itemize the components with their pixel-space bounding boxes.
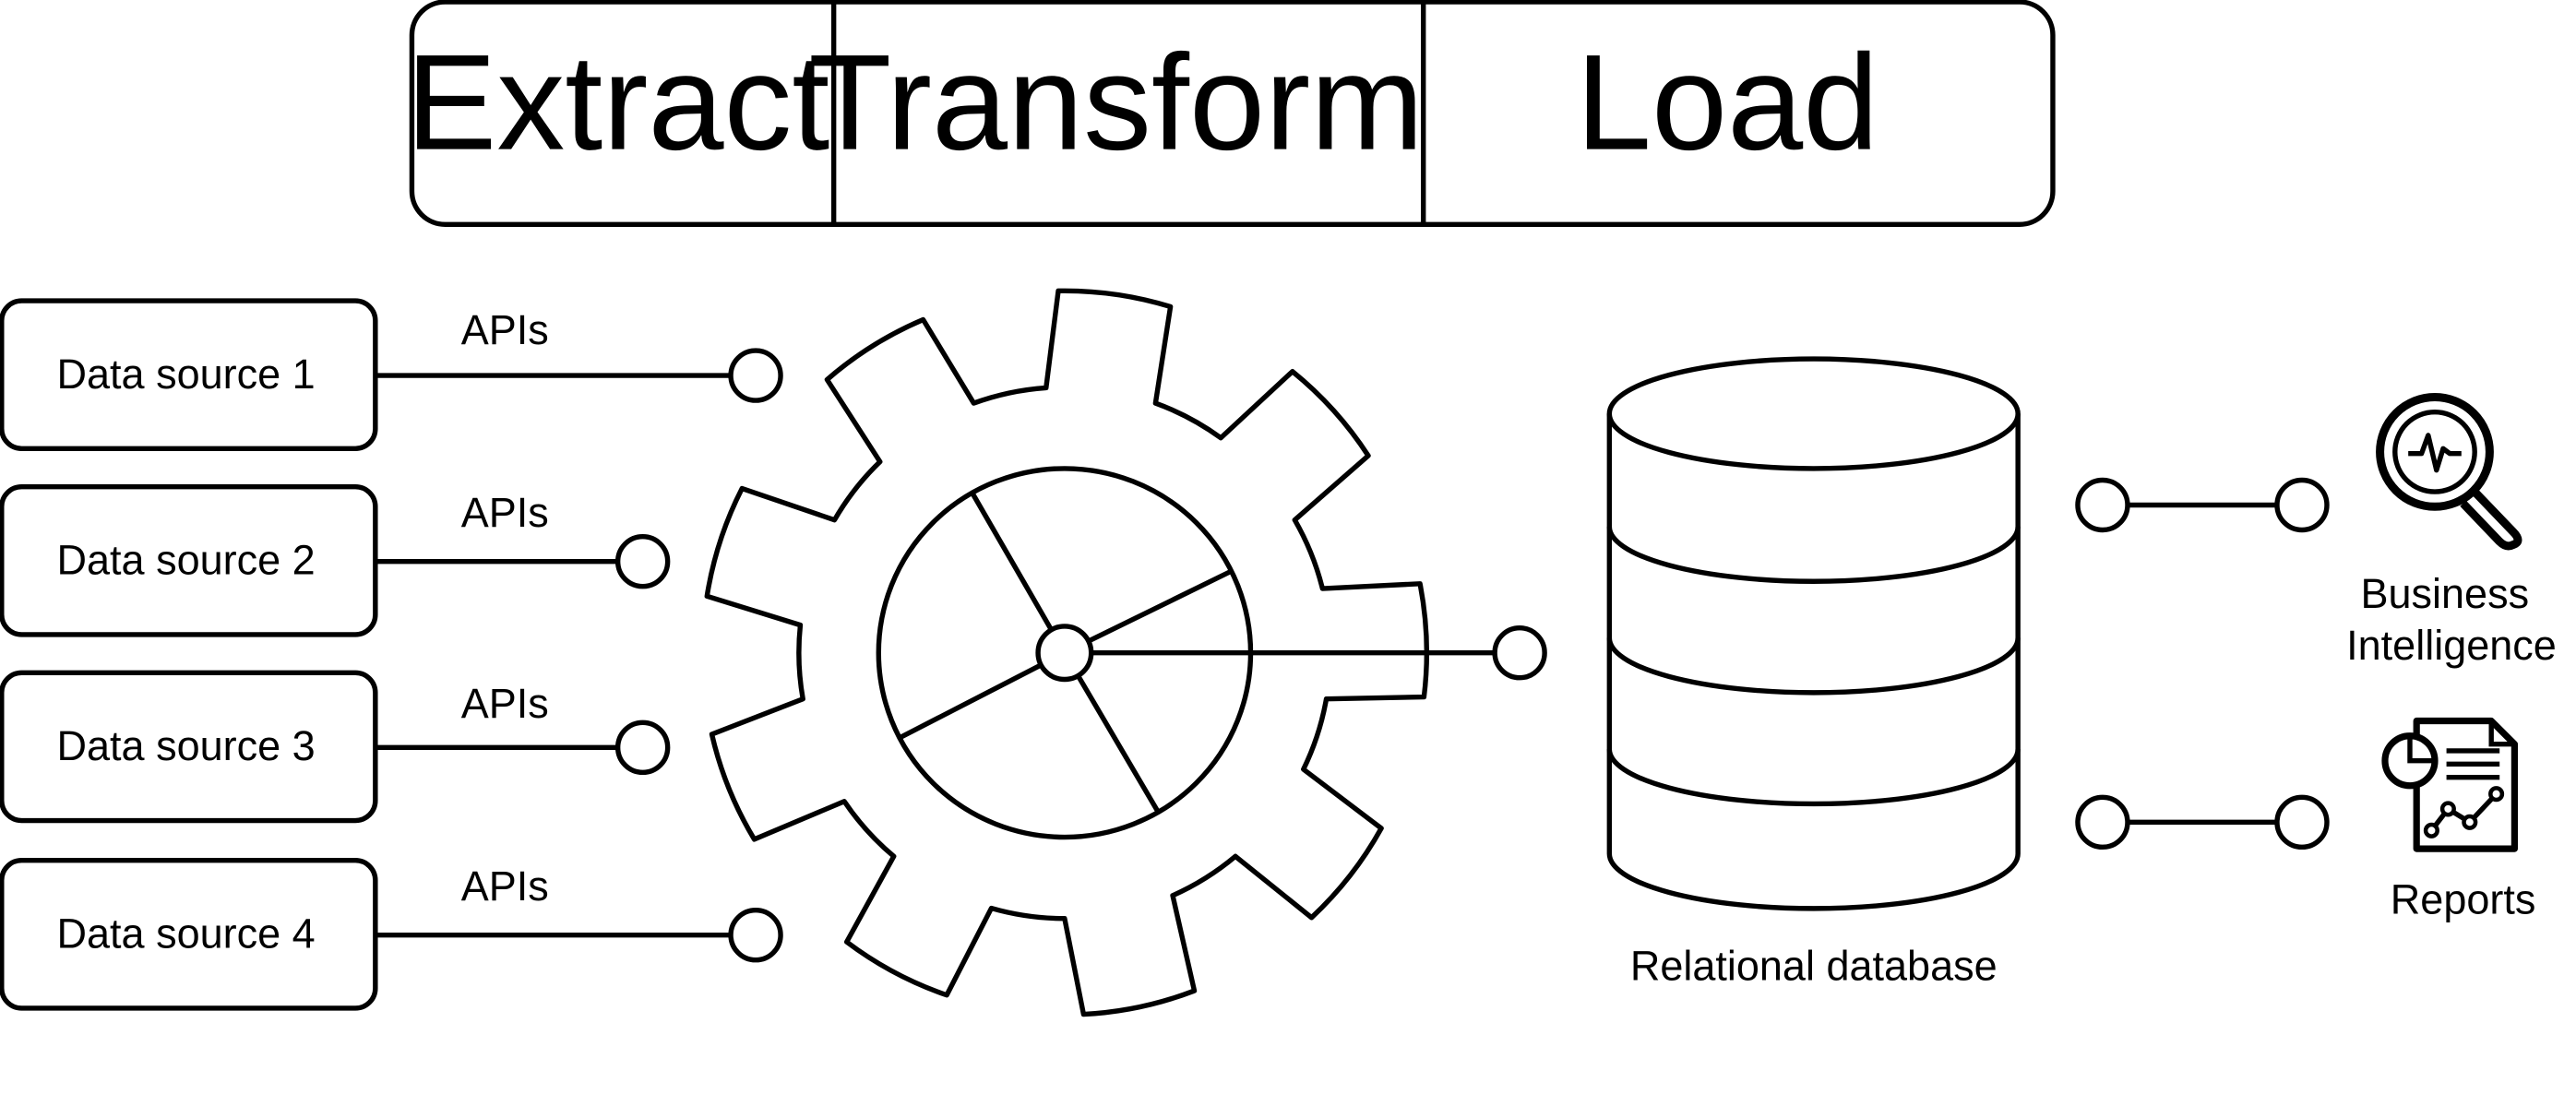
business-intelligence-label-line-2: Intelligence <box>2346 622 2557 669</box>
magnifier-handle <box>2460 488 2522 551</box>
database-body <box>1606 413 2021 911</box>
database-band <box>1606 637 2021 696</box>
phase-bar-frame <box>409 0 2056 227</box>
report-trend-point <box>2423 822 2439 838</box>
data-source-3: Data source 3 APIs <box>0 670 671 824</box>
report-corner-fold <box>2488 720 2515 747</box>
report-trend-point <box>2488 786 2505 803</box>
gear-center-node <box>1035 624 1094 683</box>
gear-spoke <box>1062 651 1162 815</box>
data-source-1: Data source 1 APIs <box>0 298 783 451</box>
report-trend-line <box>2429 791 2498 832</box>
report-pie-slice <box>2407 735 2435 764</box>
database-band <box>1606 526 2021 584</box>
magnifier-lens-inner <box>2392 409 2477 494</box>
pulse-line <box>2408 433 2462 473</box>
phase-load-label: Load <box>1576 27 1878 179</box>
data-source-2: Data source 2 APIs <box>0 484 671 637</box>
data-source-label: Data source 3 <box>57 722 316 769</box>
connector-node <box>2274 477 2330 533</box>
api-label: APIs <box>461 680 549 727</box>
connector-node <box>2274 794 2330 850</box>
data-source-label: Data source 1 <box>57 351 316 398</box>
report-trend-point <box>2439 801 2456 817</box>
connector-node <box>2075 794 2130 850</box>
etl-phase-bar: Extract Transform Load <box>406 0 2056 227</box>
phase-extract-label: Extract <box>406 27 829 179</box>
phase-transform-label: Transform <box>808 27 1424 179</box>
report-trend-point <box>2462 814 2478 830</box>
gear-spoke <box>899 650 1067 740</box>
magnifier-lens-outer <box>2376 392 2494 511</box>
data-source-4: Data source 4 APIs <box>0 858 783 1011</box>
connector-node <box>614 720 671 776</box>
database-label: Relational database <box>1630 942 1998 989</box>
reports-label: Reports <box>2391 875 2536 922</box>
output-connectors <box>2075 477 2330 850</box>
connector-node <box>614 533 671 589</box>
api-label: APIs <box>461 489 549 536</box>
data-source-label: Data source 2 <box>57 536 316 583</box>
connector-node <box>1492 625 1547 681</box>
api-label: APIs <box>461 306 549 353</box>
gear-icon <box>704 288 1547 1017</box>
gear-spoke <box>969 490 1067 655</box>
api-label: APIs <box>461 862 549 910</box>
magnifier-analytics-icon: Business Intelligence <box>2346 392 2557 669</box>
data-source-label: Data source 4 <box>57 910 316 957</box>
business-intelligence-label-line-1: Business <box>2360 570 2529 617</box>
database-top <box>1606 356 2021 471</box>
connector-node <box>728 908 783 963</box>
gear-spoke <box>1063 569 1233 656</box>
data-sources: Data source 1 APIs Data source 2 APIs Da… <box>0 298 783 1011</box>
report-chart-icon: Reports <box>2381 717 2536 922</box>
database-band <box>1606 749 2021 807</box>
connector-node <box>728 348 783 403</box>
cylinder-database-icon: Relational database <box>1606 356 2021 989</box>
report-sheet <box>2413 717 2518 852</box>
connector-node <box>2075 477 2130 533</box>
